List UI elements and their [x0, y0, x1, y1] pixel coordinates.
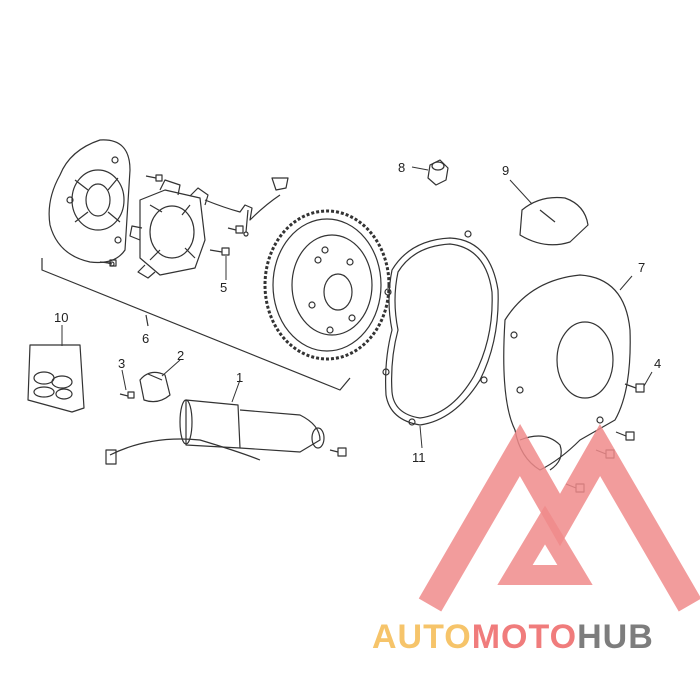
callout-10: 10	[54, 310, 68, 325]
callout-11: 11	[412, 450, 426, 465]
callout-3: 3	[118, 356, 125, 371]
watermark-logo-icon	[418, 423, 700, 612]
callout-8: 8	[398, 160, 405, 175]
watermark-auto: AUTO	[372, 618, 472, 656]
callout-7: 7	[638, 260, 645, 275]
starter-motor-icon	[105, 399, 347, 465]
callout-1: 1	[236, 370, 243, 385]
group-bracket	[41, 258, 351, 391]
callout-2: 2	[177, 348, 184, 363]
grease-tube-icon	[519, 196, 589, 246]
watermark-hub: HUB	[577, 618, 654, 656]
gasket-icon	[382, 230, 499, 426]
watermark-moto: MOTO	[472, 618, 577, 656]
callout-4: 4	[654, 356, 661, 371]
callout-6: 6	[142, 331, 149, 346]
flywheel-rotor-icon	[263, 209, 391, 361]
leader-lines	[61, 166, 653, 449]
callout-5: 5	[220, 280, 227, 295]
bolt-icon	[99, 174, 244, 267]
stator-coil-icon	[129, 177, 289, 279]
seal-kit-icon	[27, 344, 85, 413]
stator-plate-icon	[48, 139, 131, 267]
nut-icon	[427, 159, 449, 186]
callout-9: 9	[502, 163, 509, 178]
bracket-icon	[119, 371, 171, 403]
watermark-text: AUTOMOTOHUB	[372, 618, 654, 656]
cover-icon	[503, 274, 631, 471]
